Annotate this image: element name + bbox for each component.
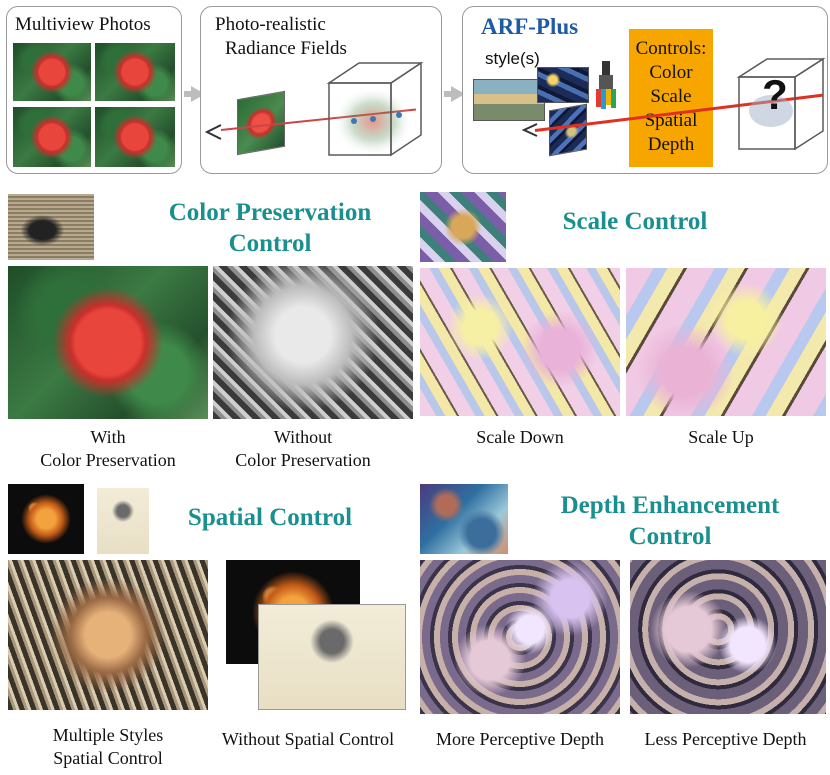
- caption-more-depth: More Perceptive Depth: [436, 729, 604, 749]
- result-without-color-preservation: [213, 266, 413, 419]
- multiview-photos-title: Multiview Photos: [15, 14, 151, 35]
- multiview-photo-2: [95, 43, 175, 101]
- style-image-swan: [8, 194, 94, 260]
- style-image-pointillism: [420, 484, 508, 554]
- caption-scale-down: Scale Down: [476, 427, 564, 447]
- arrow-right-icon: [451, 86, 465, 102]
- multiview-photo-3: [13, 107, 91, 167]
- multiview-photo-4: [95, 107, 175, 167]
- arrow-shaft-2: [444, 91, 452, 97]
- multiview-photos-panel: Multiview Photos: [6, 6, 182, 174]
- question-mark-icon: ?: [762, 71, 788, 118]
- question-cube: [736, 57, 826, 151]
- multiview-photo-1: [13, 43, 91, 101]
- result-multiple-styles: [8, 560, 208, 710]
- paint-brush-icon: [596, 61, 616, 109]
- arf-plus-title: ARF-Plus: [481, 14, 579, 39]
- result-scale-down: [420, 268, 620, 416]
- camera-eye-icon: [521, 123, 538, 137]
- caption-multiple-styles-line2: Spatial Control: [53, 748, 163, 768]
- scale-control-title: Scale Control: [562, 208, 708, 235]
- caption-without-line1: Without: [273, 427, 333, 447]
- spatial-control-title: Spatial Control: [187, 504, 353, 531]
- control-item-scale: Scale: [650, 86, 692, 107]
- color-preservation-title-line2: Control: [228, 230, 312, 257]
- radiance-fields-title-line2: Radiance Fields: [225, 38, 347, 59]
- style-image-2: [537, 67, 589, 103]
- caption-without-spatial: Without Spatial Control: [221, 729, 395, 749]
- radiance-fields-title-line1: Photo-realistic: [215, 14, 326, 35]
- depth-enhancement-title-line1: Depth Enhancement: [560, 492, 780, 519]
- caption-with-line2: Color Preservation: [40, 450, 176, 470]
- caption-without-line2: Color Preservation: [235, 450, 371, 470]
- style-image-tiger: [8, 484, 84, 554]
- result-with-color-preservation: [8, 266, 208, 419]
- style-image-sketch: [97, 488, 149, 554]
- caption-scale-up: Scale Up: [688, 427, 754, 447]
- radiance-fields-panel: Photo-realistic Radiance Fields: [200, 6, 442, 174]
- color-preservation-title-line1: Color Preservation: [168, 199, 372, 226]
- caption-with-line1: With: [90, 427, 126, 447]
- stylized-image-plane: [549, 103, 587, 157]
- result-less-depth: [630, 560, 826, 714]
- depth-enhancement-title-line2: Control: [628, 523, 712, 550]
- caption-multiple-styles-line1: Multiple Styles: [52, 725, 164, 745]
- arf-plus-panel: ARF-Plus style(s) Controls: Color Scale …: [462, 6, 828, 174]
- radiance-cube: [326, 61, 424, 157]
- controls-box: Controls: Color Scale Spatial Depth: [629, 29, 713, 167]
- style-label: style(s): [485, 49, 540, 68]
- style-image-stained-glass: [420, 192, 506, 262]
- control-item-depth: Depth: [647, 134, 695, 155]
- style-image-1: [473, 79, 545, 121]
- controls-title: Controls:: [635, 38, 707, 59]
- camera-eye-icon: [204, 124, 222, 140]
- caption-less-depth: Less Perceptive Depth: [644, 729, 807, 749]
- result-without-spatial-2: [258, 604, 406, 710]
- result-scale-up: [626, 268, 826, 416]
- arrow-shaft-1: [184, 91, 192, 97]
- control-item-color: Color: [649, 62, 693, 83]
- result-more-depth: [420, 560, 620, 714]
